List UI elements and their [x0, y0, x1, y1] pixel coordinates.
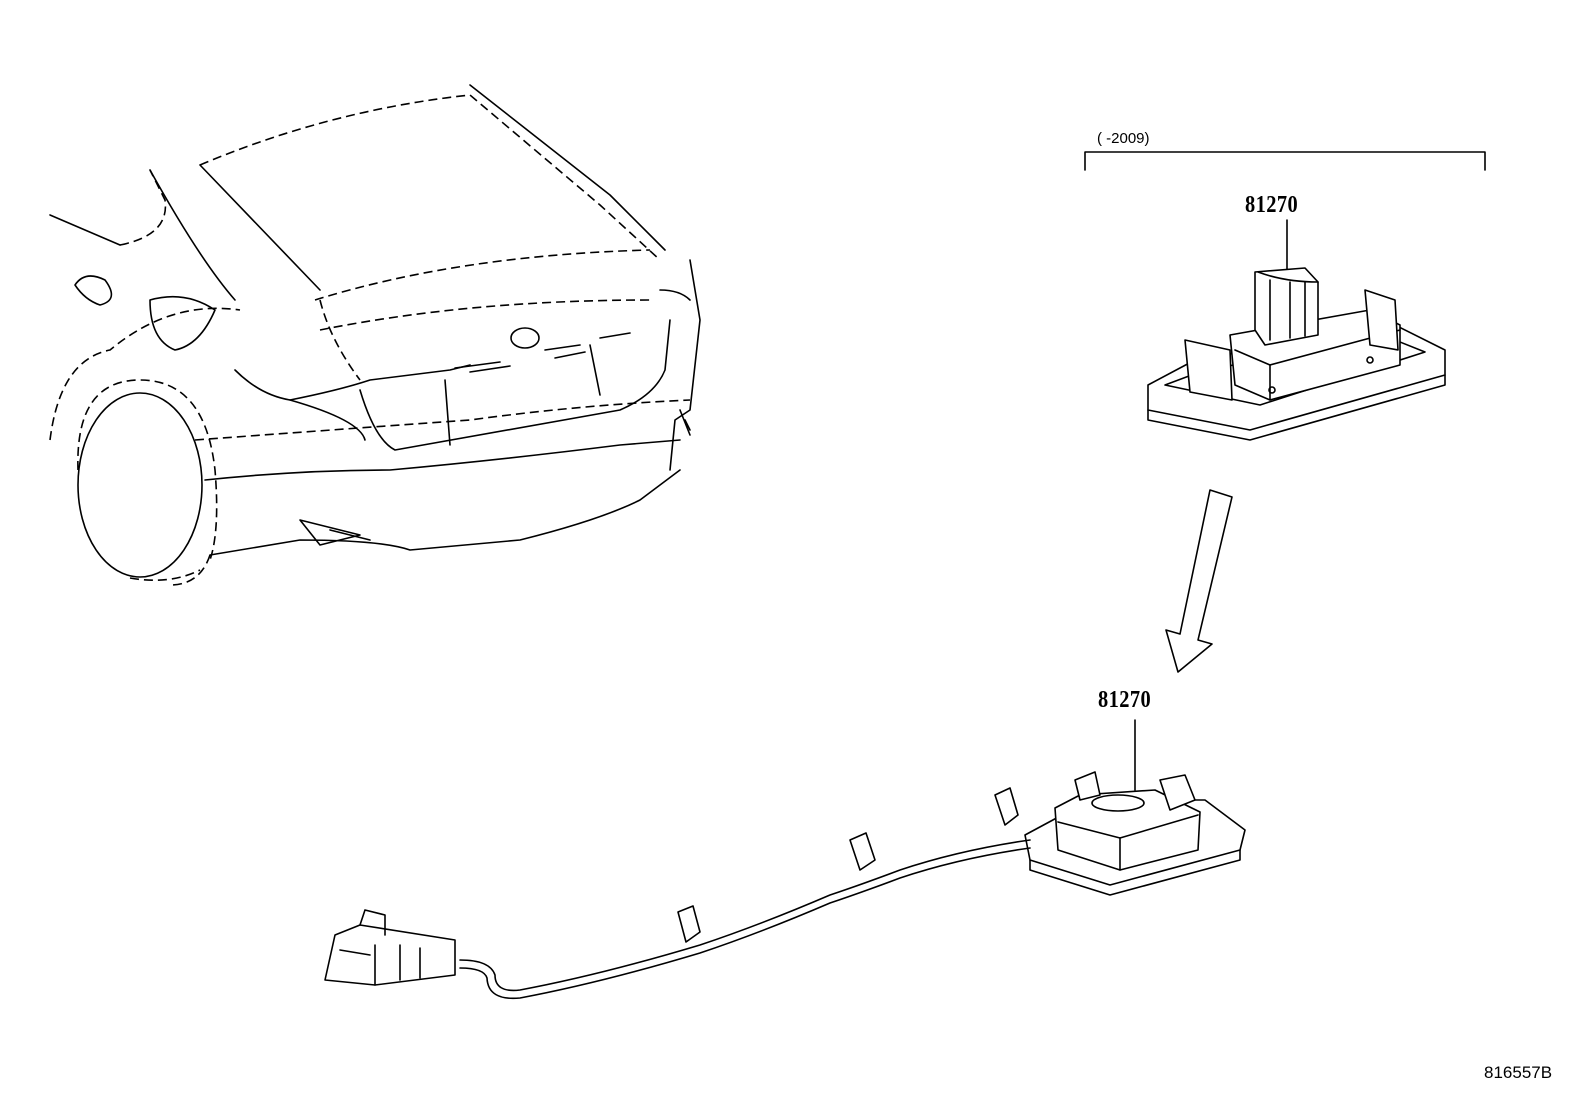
part-number-callout-upper[interactable]: 81270 [1245, 192, 1299, 218]
model-year-range-label: ( -2009) [1097, 130, 1150, 147]
license-lamp-upper [1147, 219, 1446, 441]
license-lamp-lower-with-harness [324, 719, 1246, 1000]
direction-arrow [1165, 489, 1233, 673]
vehicle-rear-outline [49, 84, 701, 586]
part-number-callout-lower[interactable]: 81270 [1098, 687, 1152, 713]
diagram-reference-code: 816557B [1484, 1063, 1553, 1082]
range-bracket [1084, 151, 1486, 171]
